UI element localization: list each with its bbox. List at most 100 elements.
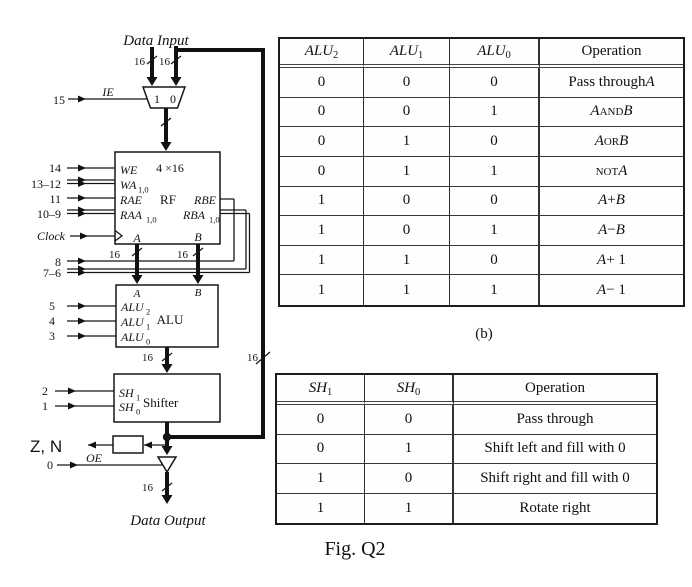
table-bit-cell: 1 bbox=[280, 186, 364, 217]
table-bit-cell: 0 bbox=[450, 186, 540, 217]
table-header-cell: Operation bbox=[540, 39, 683, 68]
write-address-wires bbox=[67, 176, 115, 187]
table-operation-cell: A − B bbox=[540, 216, 683, 246]
pin-1: 1 bbox=[42, 399, 48, 413]
alu-c0-label: ALU bbox=[120, 330, 145, 344]
bus16-label: 16 bbox=[134, 56, 146, 68]
bus16-label: 16 bbox=[142, 482, 154, 494]
table-operation-cell: Shift left and fill with 0 bbox=[454, 435, 656, 464]
pin-14: 14 bbox=[49, 161, 61, 175]
shift-select-wires bbox=[55, 387, 114, 410]
rf-port-a-bus bbox=[131, 244, 143, 284]
alu-name-label: ALU bbox=[157, 312, 184, 327]
rf-port-b-bus bbox=[192, 244, 204, 284]
alu-c1-sub: 1 bbox=[146, 322, 150, 332]
table-bit-cell: 1 bbox=[450, 156, 540, 187]
data-input-bus-left bbox=[146, 47, 158, 86]
table-operation-cell: Shift right and fill with 0 bbox=[454, 464, 656, 494]
rf-raa-label: RAA bbox=[119, 208, 143, 222]
table-bit-cell: 1 bbox=[364, 127, 450, 157]
mux-select-wire bbox=[68, 95, 147, 103]
pin-11: 11 bbox=[49, 192, 61, 206]
table-bit-cell: 0 bbox=[450, 127, 540, 157]
bus-width-slashes bbox=[131, 55, 271, 492]
tristate-buffer-icon bbox=[156, 456, 178, 474]
table-bit-cell: 1 bbox=[277, 493, 365, 523]
write-enable-wire bbox=[67, 164, 115, 172]
shifter-name-label: Shifter bbox=[143, 395, 179, 410]
bus16-label: 16 bbox=[142, 352, 154, 364]
rf-port-b-label: B bbox=[194, 230, 202, 244]
table-operation-cell: A and B bbox=[540, 98, 683, 128]
alu-in-b-label: B bbox=[195, 287, 202, 299]
oe-label: OE bbox=[86, 451, 103, 465]
rf-wa-label: WA bbox=[120, 178, 137, 192]
bypass-bus bbox=[167, 48, 265, 439]
clock-edge-icon bbox=[114, 229, 124, 242]
alu-select-wires bbox=[67, 302, 116, 340]
table-bit-cell: 1 bbox=[277, 464, 365, 494]
alu-c0-sub: 0 bbox=[146, 337, 150, 347]
alu-c1-label: ALU bbox=[120, 315, 145, 329]
register-file-box bbox=[114, 151, 221, 245]
table-bit-cell: 0 bbox=[364, 97, 450, 128]
mux-shape bbox=[141, 86, 187, 109]
rf-port-a-label: A bbox=[132, 231, 141, 245]
shifter-output-bus bbox=[161, 422, 173, 455]
rf-rba-label: RBA bbox=[182, 208, 206, 222]
table-bit-cell: 1 bbox=[365, 434, 454, 464]
table-bit-cell: 1 bbox=[364, 156, 450, 187]
clock-wire bbox=[70, 232, 115, 240]
pin-5: 5 bbox=[49, 299, 55, 313]
pin-7-6: 7–6 bbox=[43, 266, 61, 280]
rf-name-label: RF bbox=[160, 192, 176, 207]
bus16-label: 16 bbox=[177, 249, 189, 261]
table-bit-cell: 1 bbox=[364, 275, 450, 305]
table-bit-cell: 0 bbox=[277, 405, 365, 435]
pin-0: 0 bbox=[47, 458, 53, 472]
table-bit-cell: 0 bbox=[364, 216, 450, 246]
table-operation-cell: Pass through bbox=[454, 405, 656, 435]
table-bit-cell: 0 bbox=[450, 245, 540, 276]
data-input-label: Data Input bbox=[122, 33, 189, 49]
pin-13-12: 13–12 bbox=[31, 177, 61, 191]
table-bit-cell: 1 bbox=[364, 245, 450, 276]
shifter-s1-label: SH bbox=[119, 386, 135, 400]
status-register-input-wire bbox=[144, 441, 167, 449]
table-bit-cell: 0 bbox=[364, 186, 450, 217]
rf-rba-sub: 1,0 bbox=[209, 215, 220, 225]
rf-size-label: 4 ×16 bbox=[156, 161, 184, 175]
pin-2: 2 bbox=[42, 384, 48, 398]
table-bit-cell: 1 bbox=[280, 216, 364, 246]
figure-caption: Fig. Q2 bbox=[324, 538, 386, 560]
flags-output-wire bbox=[88, 441, 113, 449]
junction-dot bbox=[162, 432, 172, 442]
output-enable-wire bbox=[57, 461, 162, 469]
ie-label: IE bbox=[101, 85, 114, 99]
table-bit-cell: 0 bbox=[365, 405, 454, 435]
clock-label: Clock bbox=[37, 229, 66, 243]
table-operation-cell: Rotate right bbox=[519, 499, 591, 516]
table-bit-cell: 0 bbox=[280, 97, 364, 128]
rf-we-label: WE bbox=[120, 163, 138, 177]
status-register-box bbox=[112, 435, 144, 454]
table-bit-cell: 1 bbox=[450, 275, 540, 305]
pin-4: 4 bbox=[49, 314, 55, 328]
alu-c2-label: ALU bbox=[120, 300, 145, 314]
data-output-bus bbox=[161, 472, 173, 504]
shifter-s0-sub: 0 bbox=[136, 407, 140, 417]
table-bit-cell: 0 bbox=[280, 68, 364, 98]
rf-wa-sub: 1,0 bbox=[138, 185, 149, 195]
table-operation-cell: A or B bbox=[540, 127, 683, 157]
table-bit-cell: 0 bbox=[450, 68, 540, 98]
read-b-address-wires bbox=[67, 209, 251, 276]
table-bit-cell: 1 bbox=[280, 245, 364, 276]
alu-c2-sub: 2 bbox=[146, 307, 150, 317]
